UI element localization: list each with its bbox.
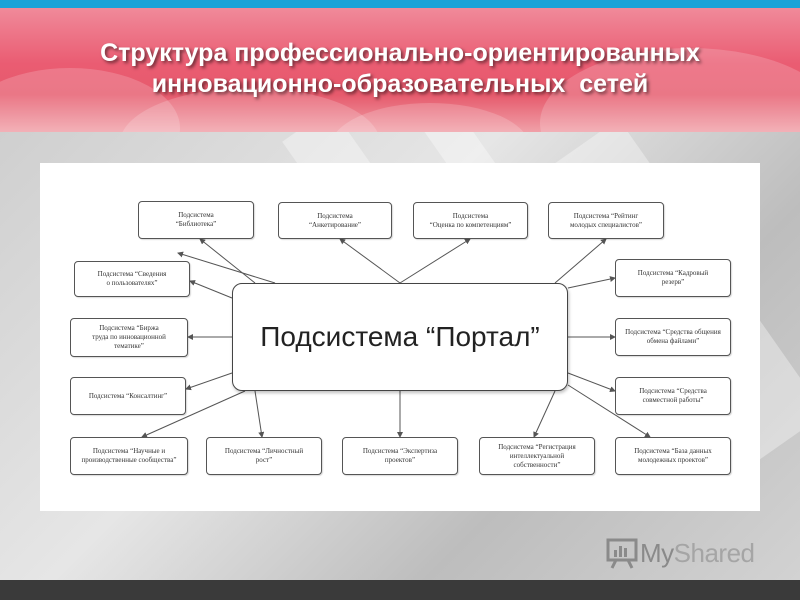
connector-arrow [399,238,471,284]
node-consulting: Подсистема “Консалтинг” [70,377,186,415]
connector-arrow [339,238,401,284]
diagram-panel: Подсистема “Библиотека” Подсистема “Анке… [40,163,760,511]
node-scientific-communities: Подсистема “Научные и производственные с… [70,437,188,475]
node-labor-exchange: Подсистема “Биржа труда по инновационной… [70,318,188,357]
node-competency-assessment: Подсистема “Оценка по компетенциям” [413,202,528,239]
node-ip-registration: Подсистема “Регистрация интеллектуальной… [479,437,595,475]
brand-name: MyShared [640,538,755,569]
brand-name-part2: Shared [673,537,755,568]
brand-name-part1: My [640,537,674,568]
header-cloud-decoration [330,103,530,132]
connector-arrow [189,280,233,299]
connector-arrow [177,251,276,284]
connector-arrow [567,372,616,393]
node-young-specialists-rating: Подсистема “Рейтинг молодых специалистов… [548,202,664,239]
myshared-watermark: MyShared [606,536,755,570]
connector-arrow [185,372,233,391]
node-youth-projects-db: Подсистема “База данных молодежных проек… [615,437,731,475]
slide-title-line2: инновационно-образовательных сетей [151,70,649,98]
connector-arrow [567,384,651,438]
node-questionnaire: Подсистема “Анкетирование” [278,202,392,239]
connector-arrow [199,238,256,284]
node-project-expertise: Подсистема “Экспертиза проектов” [342,437,458,475]
node-user-info: Подсистема “Сведения о пользователях” [74,261,190,297]
connector-arrow [533,390,556,438]
connector-arrow [554,238,607,284]
top-accent-bar [0,0,800,8]
connector-arrow [141,390,246,438]
presentation-board-icon [606,538,638,569]
node-file-exchange: Подсистема “Средства общения обмена файл… [615,318,731,356]
connector-arrow [567,276,616,289]
slide-title: Структура профессионально-ориентированны… [0,38,800,100]
connector-arrows [141,238,651,438]
node-collaboration-tools: Подсистема “Средства совместной работы” [615,377,731,415]
node-library: Подсистема “Библиотека” [138,201,254,239]
slide-header: Структура профессионально-ориентированны… [0,8,800,132]
slide-title-line1: Структура профессионально-ориентированны… [100,39,700,67]
node-personnel-reserve: Подсистема “Кадровый резерв” [615,259,731,297]
node-personal-growth: Подсистема “Личностный рост” [206,437,322,475]
node-portal-center: Подсистема “Портал” [232,283,568,391]
bottom-bar [0,580,800,600]
connector-arrow [254,390,265,438]
